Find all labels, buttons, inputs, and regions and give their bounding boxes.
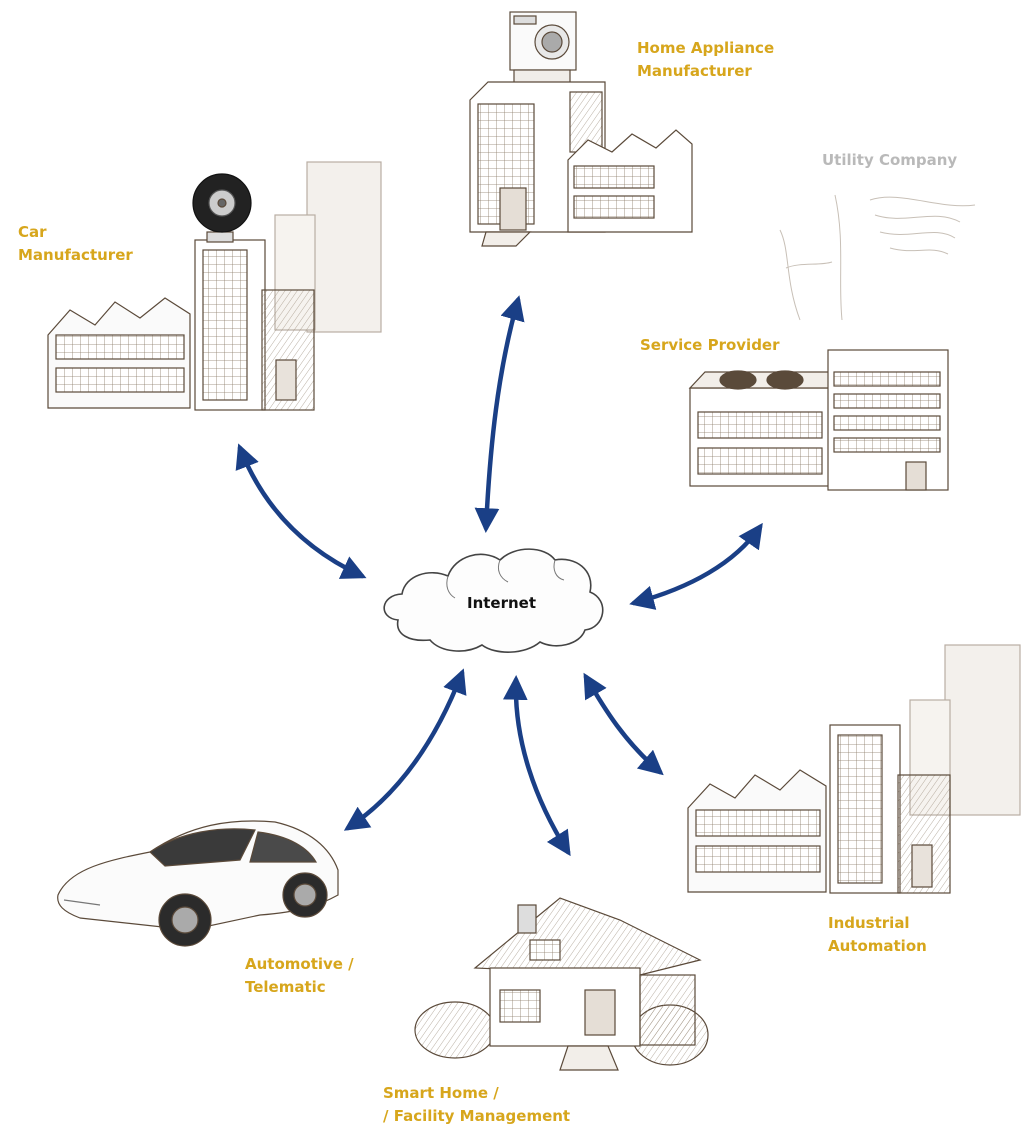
arrow-internet-automotive (343, 668, 467, 831)
internet-label: Internet (467, 594, 537, 612)
industrial-automation-illustration (687, 644, 1021, 894)
arrow-internet-car-manufacturer (235, 443, 367, 579)
internet-cloud (383, 548, 604, 653)
automotive-illustration (57, 820, 339, 947)
smart-home-label: Smart Home / / Facility Management (383, 1084, 571, 1125)
utility-company-label: Utility Company (822, 151, 958, 169)
home-appliance-illustration (469, 11, 693, 247)
home-appliance-label: Home Appliance Manufacturer (637, 39, 775, 80)
car-manufacturer-label: Car Manufacturer (18, 223, 133, 264)
industrial-automation-label: Industrial Automation (828, 914, 927, 955)
arrow-internet-service-provider (629, 522, 763, 610)
automotive-label: Automotive / Telematic (245, 955, 354, 996)
car-manufacturer-illustration (47, 161, 382, 411)
utility-company-illustration (779, 194, 976, 321)
service-provider-label: Service Provider (640, 336, 780, 354)
arrow-internet-industrial (583, 672, 664, 776)
service-provider-illustration (688, 349, 949, 491)
arrow-internet-smart-home (502, 675, 571, 857)
arrow-internet-home-appliance (474, 295, 525, 533)
smart-home-illustration (414, 897, 709, 1071)
connection-arrows (235, 295, 763, 857)
